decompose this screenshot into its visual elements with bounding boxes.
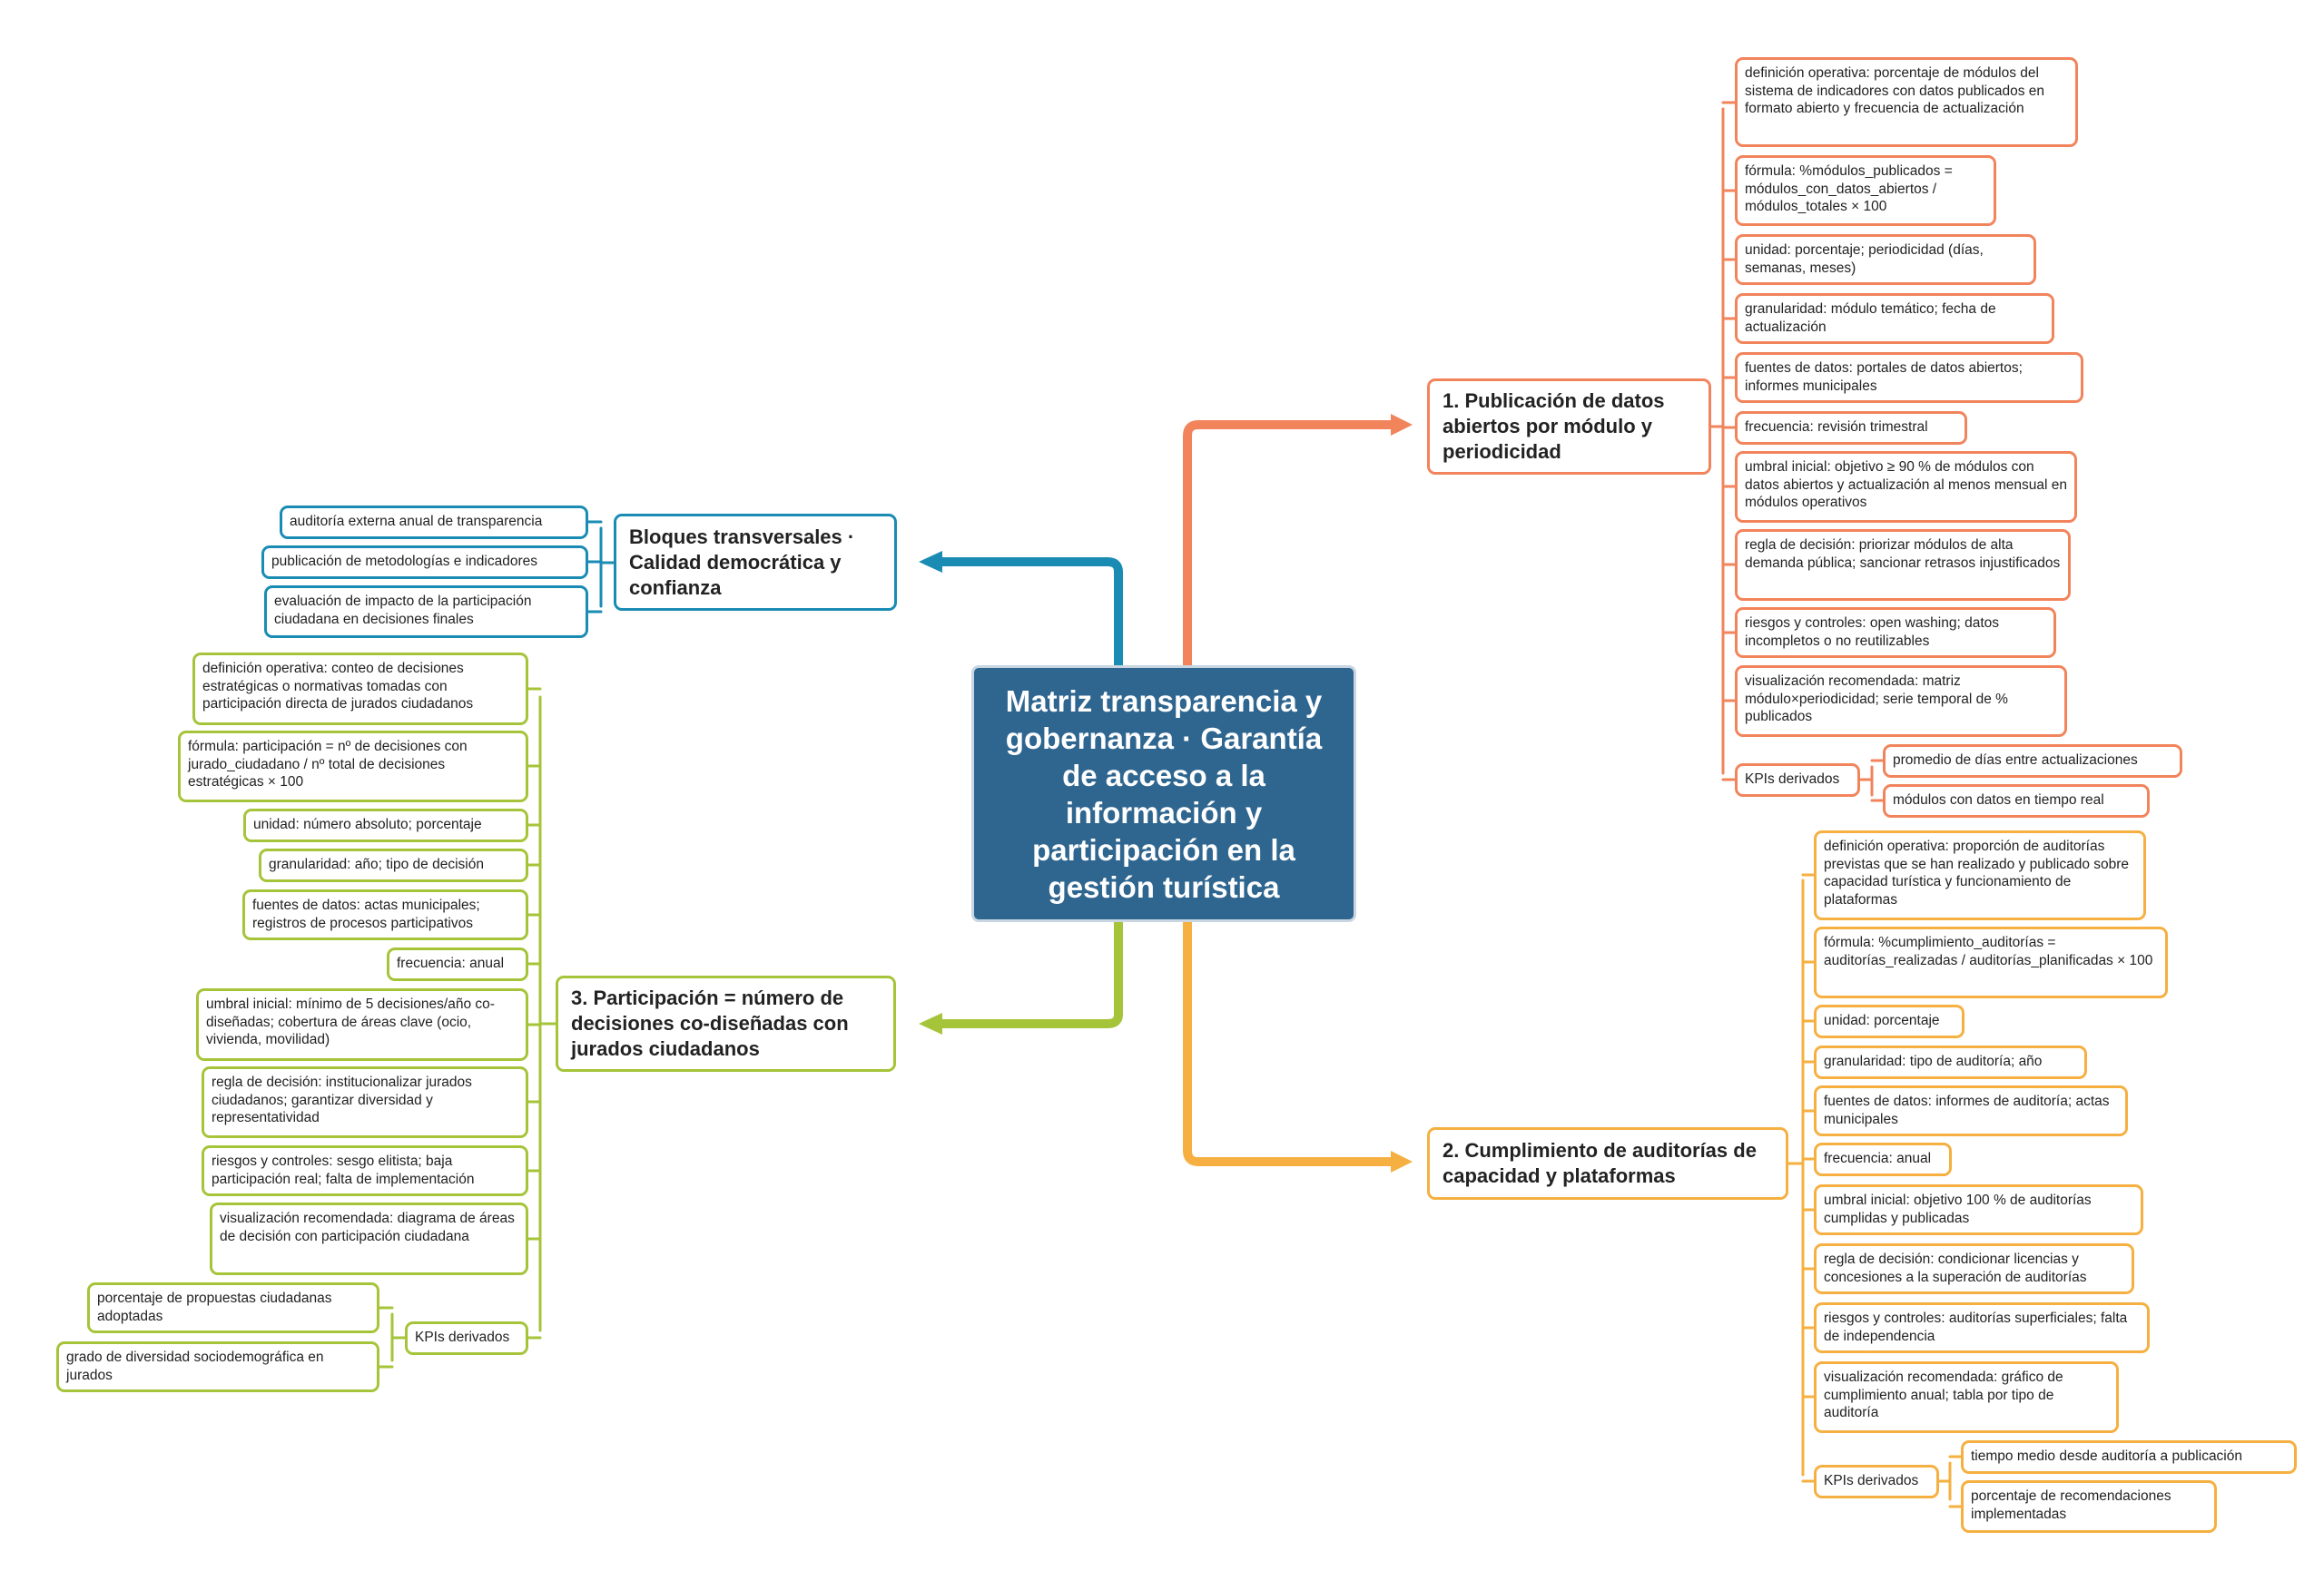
branch-1-item-fuentes[interactable]: fuentes de datos: portales de datos abie… <box>1735 352 2083 403</box>
branch-2-item-riesgos[interactable]: riesgos y controles: auditorías superfic… <box>1814 1302 2150 1353</box>
branch-3-item-granularidad[interactable]: granularidad: año; tipo de decisión <box>259 849 528 882</box>
transversal-item-auditoria-externa[interactable]: auditoría externa anual de transparencia <box>280 506 588 539</box>
arrow-branch-3 <box>919 1013 942 1035</box>
branch-3-item-riesgos[interactable]: riesgos y controles: sesgo elitista; baj… <box>202 1145 528 1196</box>
trunk-branch-3 <box>931 918 1123 1028</box>
branch-1-item-definicion[interactable]: definición operativa: porcentaje de módu… <box>1735 57 2078 147</box>
branch-2-item-unidad[interactable]: unidad: porcentaje <box>1814 1005 1965 1038</box>
branch-2-kpis-label[interactable]: KPIs derivados <box>1814 1465 1939 1498</box>
branch-3-item-regla[interactable]: regla de decisión: institucionalizar jur… <box>202 1066 528 1138</box>
branch-2-item-formula[interactable]: fórmula: %cumplimiento_auditorías = audi… <box>1814 927 2168 998</box>
arrow-branch-1 <box>1391 414 1413 436</box>
branch-3-item-definicion[interactable]: definición operativa: conteo de decision… <box>192 653 528 725</box>
central-topic-title: Matriz transparencia y gobernanza · Gara… <box>1005 683 1323 904</box>
branch-1-item-visualizacion[interactable]: visualización recomendada: matriz módulo… <box>1735 665 2067 737</box>
branch-2-kpi-recomendaciones[interactable]: porcentaje de recomendaciones implementa… <box>1961 1480 2217 1533</box>
branch-2-item-definicion[interactable]: definición operativa: proporción de audi… <box>1814 830 2146 920</box>
branch-2-item-umbral[interactable]: umbral inicial: objetivo 100 % de audito… <box>1814 1184 2143 1235</box>
central-topic[interactable]: Matriz transparencia y gobernanza · Gara… <box>971 665 1356 922</box>
branch-3-item-unidad[interactable]: unidad: número absoluto; porcentaje <box>243 809 528 842</box>
branch-1-title: 1. Publicación de datos abiertos por mód… <box>1443 389 1665 463</box>
branch-3-item-frecuencia[interactable]: frecuencia: anual <box>387 948 528 981</box>
branch-2-auditorias[interactable]: 2. Cumplimiento de auditorías de capacid… <box>1427 1127 1788 1200</box>
branch-1-item-granularidad[interactable]: granularidad: módulo temático; fecha de … <box>1735 293 2054 344</box>
branch-1-item-riesgos[interactable]: riesgos y controles: open washing; datos… <box>1735 607 2056 658</box>
branch-2-item-frecuencia[interactable]: frecuencia: anual <box>1814 1143 1952 1176</box>
branch-1-kpi-promedio-dias[interactable]: promedio de días entre actualizaciones <box>1883 744 2182 778</box>
branch-2-item-granularidad[interactable]: granularidad: tipo de auditoría; año <box>1814 1046 2087 1079</box>
branch-3-participacion[interactable]: 3. Participación = número de decisiones … <box>556 976 896 1072</box>
branch-2-title: 2. Cumplimiento de auditorías de capacid… <box>1443 1139 1757 1187</box>
branch-2-kpi-tiempo-medio[interactable]: tiempo medio desde auditoría a publicaci… <box>1961 1440 2297 1474</box>
branch-transversal-calidad-democratica[interactable]: Bloques transversales · Calidad democrát… <box>614 514 897 611</box>
branch-1-item-formula[interactable]: fórmula: %módulos_publicados = módulos_c… <box>1735 155 1996 226</box>
branch-3-item-fuentes[interactable]: fuentes de datos: actas municipales; reg… <box>242 889 528 940</box>
branch-1-item-frecuencia[interactable]: frecuencia: revisión trimestral <box>1735 411 1967 445</box>
transversal-item-metodologias[interactable]: publicación de metodologías e indicadore… <box>261 545 588 579</box>
branch-3-item-formula[interactable]: fórmula: participación = nº de decisione… <box>178 731 528 802</box>
branch-1-item-regla[interactable]: regla de decisión: priorizar módulos de … <box>1735 529 2071 601</box>
branch-2-item-regla[interactable]: regla de decisión: condicionar licencias… <box>1814 1243 2134 1294</box>
branch-1-kpis-label[interactable]: KPIs derivados <box>1735 763 1860 797</box>
branch-3-kpis-label[interactable]: KPIs derivados <box>405 1321 528 1355</box>
arrow-transversal <box>919 551 942 573</box>
branch-3-item-umbral[interactable]: umbral inicial: mínimo de 5 decisiones/a… <box>196 988 528 1061</box>
trunk-transversal <box>931 557 1123 670</box>
trunk-branch-1 <box>1183 420 1403 670</box>
branch-2-item-visualizacion[interactable]: visualización recomendada: gráfico de cu… <box>1814 1361 2119 1433</box>
branch-transversal-title: Bloques transversales · Calidad democrát… <box>629 525 855 599</box>
branch-3-kpi-diversidad[interactable]: grado de diversidad sociodemográfica en … <box>56 1341 379 1392</box>
arrow-branch-2 <box>1391 1151 1413 1173</box>
transversal-item-evaluacion-impacto[interactable]: evaluación de impacto de la participació… <box>264 585 588 638</box>
branch-1-item-umbral[interactable]: umbral inicial: objetivo ≥ 90 % de módul… <box>1735 451 2077 523</box>
branch-1-kpi-tiempo-real[interactable]: módulos con datos en tiempo real <box>1883 784 2150 818</box>
branch-1-item-unidad[interactable]: unidad: porcentaje; periodicidad (días, … <box>1735 234 2036 285</box>
branch-1-publicacion-datos[interactable]: 1. Publicación de datos abiertos por mód… <box>1427 378 1711 475</box>
branch-3-title: 3. Participación = número de decisiones … <box>571 987 849 1060</box>
branch-3-kpi-propuestas[interactable]: porcentaje de propuestas ciudadanas adop… <box>87 1282 379 1333</box>
trunk-branch-2 <box>1183 918 1403 1166</box>
branch-3-item-visualizacion[interactable]: visualización recomendada: diagrama de á… <box>210 1203 528 1275</box>
branch-2-item-fuentes[interactable]: fuentes de datos: informes de auditoría;… <box>1814 1085 2128 1136</box>
